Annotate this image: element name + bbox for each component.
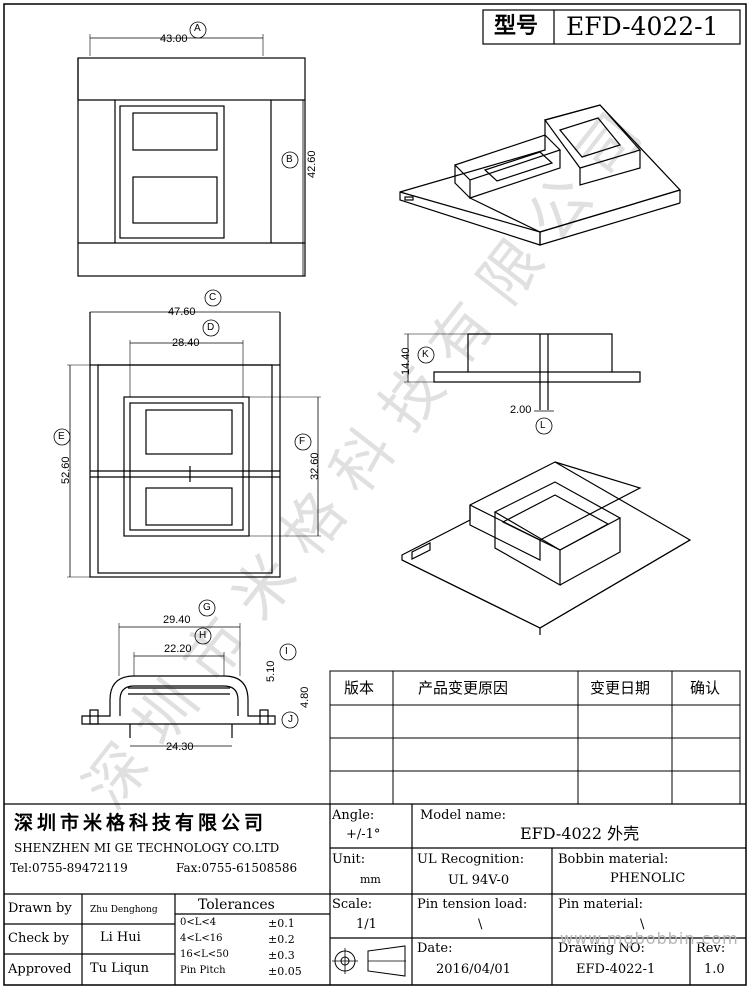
- rev-label: Rev:: [696, 941, 726, 956]
- dim-b-label: B: [286, 154, 293, 165]
- dim-f-value: 32.60: [309, 452, 321, 480]
- date-value: 2016/04/01: [436, 962, 511, 977]
- dim-h-value: 22.20: [164, 643, 192, 655]
- model-name-value: EFD-4022 外壳: [520, 824, 640, 843]
- check-by-value: Li Hui: [100, 930, 141, 945]
- front-view: [404, 333, 641, 435]
- dim-l-value: 2.00: [510, 404, 532, 416]
- unit-value: mm: [360, 873, 381, 886]
- pin-tension-value: \: [478, 917, 483, 932]
- model-label: 型号: [494, 14, 539, 39]
- scale-value: 1/1: [356, 917, 377, 932]
- rev-col-date: 变更日期: [590, 679, 651, 697]
- angle-value: +/-1°: [346, 827, 381, 842]
- dim-k-label: K: [422, 349, 429, 360]
- dim-g-label: G: [203, 602, 211, 613]
- tolerances-title: Tolerances: [198, 897, 275, 913]
- rev-value: 1.0: [704, 962, 725, 977]
- unit-label: Unit:: [332, 852, 366, 867]
- tol-range-0: 0<L<4: [180, 917, 217, 928]
- tol-value-0: ±0.1: [268, 917, 295, 930]
- dim-h-label: H: [199, 630, 207, 641]
- company-fax: Fax:0755-61508586: [176, 861, 298, 875]
- dim-b-value: 42.60: [306, 150, 318, 178]
- dim-d-label: D: [207, 322, 215, 333]
- check-by-label: Check by: [8, 931, 69, 946]
- model-name-label: Model name:: [420, 808, 506, 823]
- pin-material-value: \: [640, 917, 645, 932]
- isometric-view-2: [401, 461, 692, 635]
- dim-e-label: E: [58, 431, 65, 442]
- rev-col-reason: 产品变更原因: [418, 679, 509, 697]
- company-name-cn: 深圳市米格科技有限公司: [14, 812, 268, 834]
- angle-label: Angle:: [332, 808, 375, 823]
- company-name-en: SHENZHEN MI GE TECHNOLOGY CO.LTD: [14, 841, 280, 855]
- side-view-bottom: [81, 599, 299, 747]
- dim-a-value: 43.00: [160, 33, 188, 45]
- tol-value-3: ±0.05: [268, 965, 302, 978]
- dim-c-label: C: [209, 292, 217, 303]
- drawing-no-value: EFD-4022-1: [576, 962, 656, 977]
- drawing-no-label: Drawing NO:: [558, 941, 645, 956]
- approved-label: Approved: [8, 962, 72, 977]
- dim-c-value: 47.60: [168, 306, 196, 318]
- bobbin-value: PHENOLIC: [610, 871, 686, 886]
- ul-label: UL Recognition:: [417, 852, 525, 867]
- bobbin-label: Bobbin material:: [558, 852, 669, 867]
- dim-e-value: 52.60: [60, 456, 72, 484]
- dim-i-value: 5.10: [265, 660, 277, 682]
- header-box: [482, 9, 741, 45]
- model-number: EFD-4022-1: [566, 12, 719, 41]
- tol-value-2: ±0.3: [268, 949, 295, 962]
- sheet-border: [3, 3, 747, 986]
- tol-range-1: 4<L<16: [180, 933, 223, 944]
- dim-d-value: 28.40: [172, 337, 200, 349]
- scale-label: Scale:: [332, 897, 373, 912]
- isometric-view-1: [399, 104, 682, 246]
- pin-tension-label: Pin tension load:: [417, 897, 528, 912]
- title-block-lines: [4, 803, 746, 985]
- drawn-by-label: Drawn by: [8, 901, 72, 916]
- website-watermark: www.mgbobbin.com: [560, 929, 739, 948]
- dim-j-value: 4.80: [299, 686, 311, 708]
- dim-j-label: J: [288, 714, 293, 725]
- approved-value: Tu Liqun: [90, 961, 150, 976]
- drawn-by-value: Zhu Denghong: [90, 905, 158, 915]
- tol-value-1: ±0.2: [268, 933, 295, 946]
- tol-range-2: 16<L<50: [180, 949, 229, 960]
- dim-k-value: 14.40: [400, 347, 412, 375]
- rev-col-version: 版本: [344, 679, 375, 697]
- pin-material-label: Pin material:: [558, 897, 644, 912]
- dim-g-value: 29.40: [163, 614, 191, 626]
- company-tel: Tel:0755-89472119: [10, 861, 128, 875]
- dim-bottom-value: 24.30: [166, 741, 194, 753]
- dim-l-label: L: [540, 420, 546, 431]
- top-view-2: [53, 289, 321, 578]
- date-label: Date:: [417, 941, 453, 956]
- dim-i-label: I: [285, 646, 288, 657]
- rev-col-confirm: 确认: [690, 679, 721, 697]
- top-view-1: [77, 21, 306, 277]
- tol-range-3: Pin Pitch: [180, 965, 226, 976]
- dim-a-label: A: [194, 23, 201, 34]
- ul-value: UL 94V-0: [448, 873, 510, 888]
- revision-table-lines: [329, 670, 741, 805]
- dim-f-label: F: [299, 436, 306, 447]
